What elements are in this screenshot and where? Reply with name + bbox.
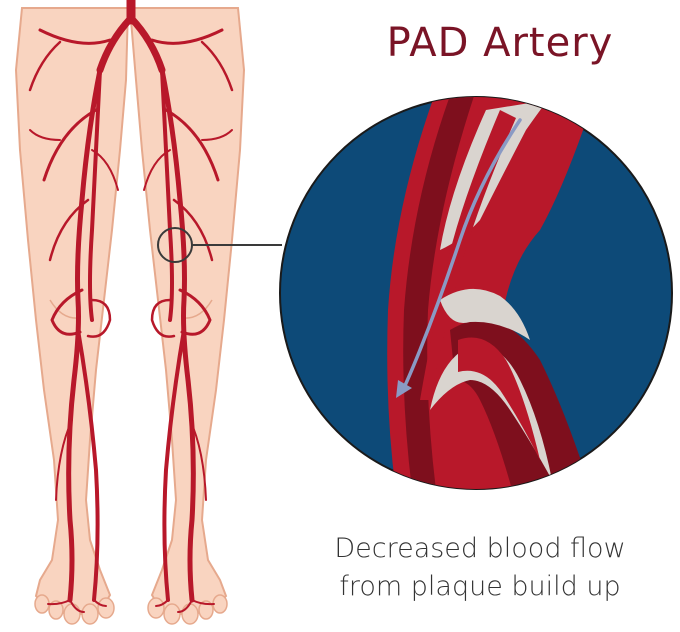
page-title: PAD Artery	[330, 20, 670, 66]
caption-line-1: Decreased blood flow	[300, 530, 660, 568]
caption: Decreased blood flow from plaque build u…	[300, 530, 660, 606]
artery-cross-section	[280, 80, 672, 520]
caption-line-2: from plaque build up	[300, 568, 660, 606]
right-leg	[130, 8, 244, 615]
